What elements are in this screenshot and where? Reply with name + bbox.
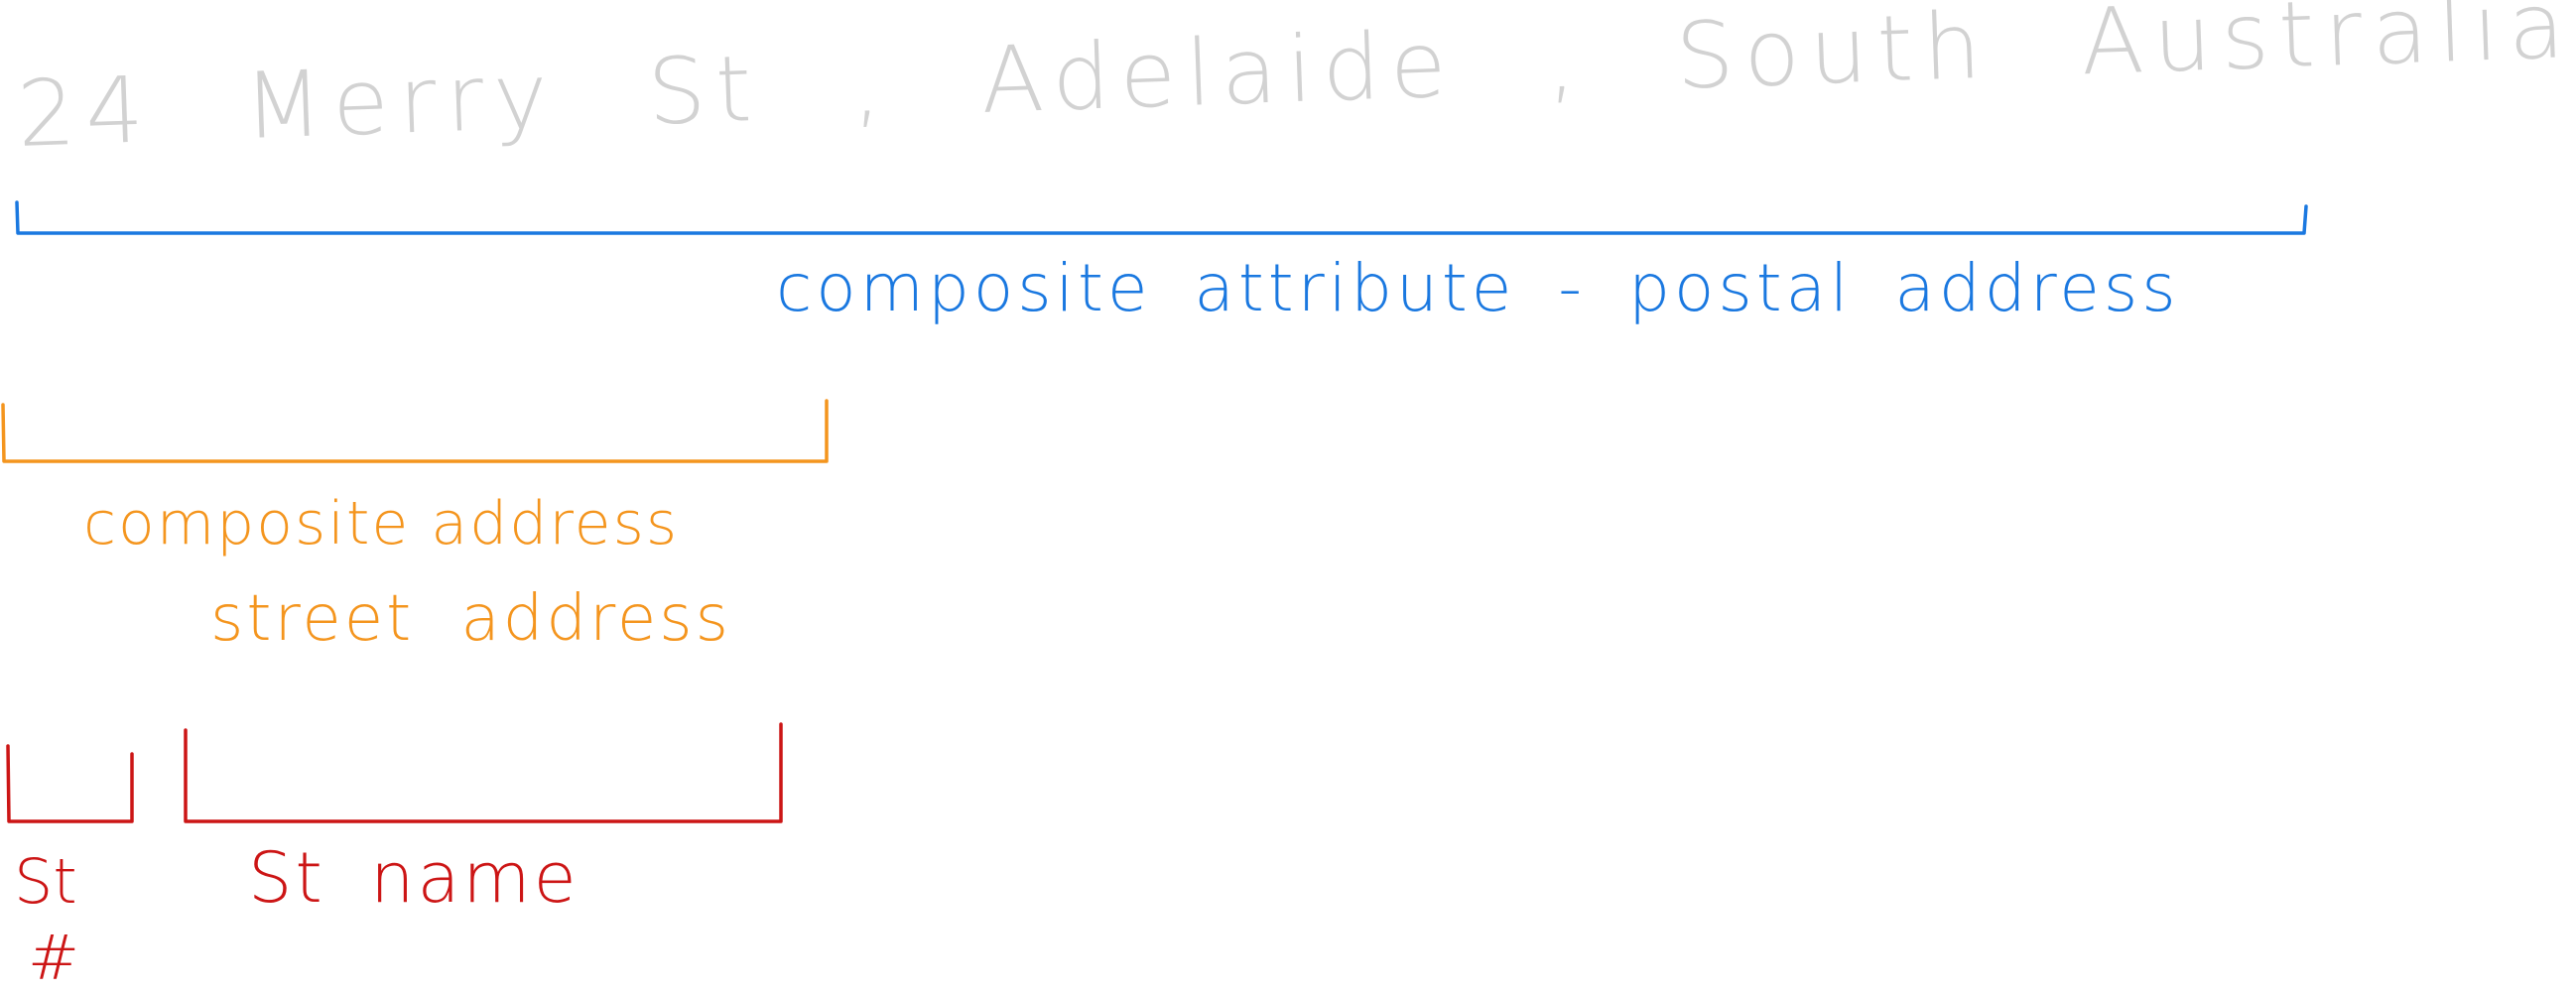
street-number-symbol: # bbox=[28, 922, 79, 994]
street-address-bracket bbox=[1, 399, 829, 463]
address-line: 24 Merry St , Adelaide , South Australia bbox=[15, 0, 2576, 168]
street-number-label: St bbox=[14, 845, 77, 918]
street-name-bracket bbox=[184, 722, 783, 823]
street-number-bracket bbox=[6, 744, 134, 823]
postal-address-bracket bbox=[15, 200, 2308, 235]
composite-address-label: composite address bbox=[83, 489, 680, 559]
postal-address-label: composite attribute - postal address bbox=[776, 250, 2180, 326]
street-address-label: street address bbox=[210, 582, 731, 656]
street-name-label: St name bbox=[248, 837, 580, 919]
